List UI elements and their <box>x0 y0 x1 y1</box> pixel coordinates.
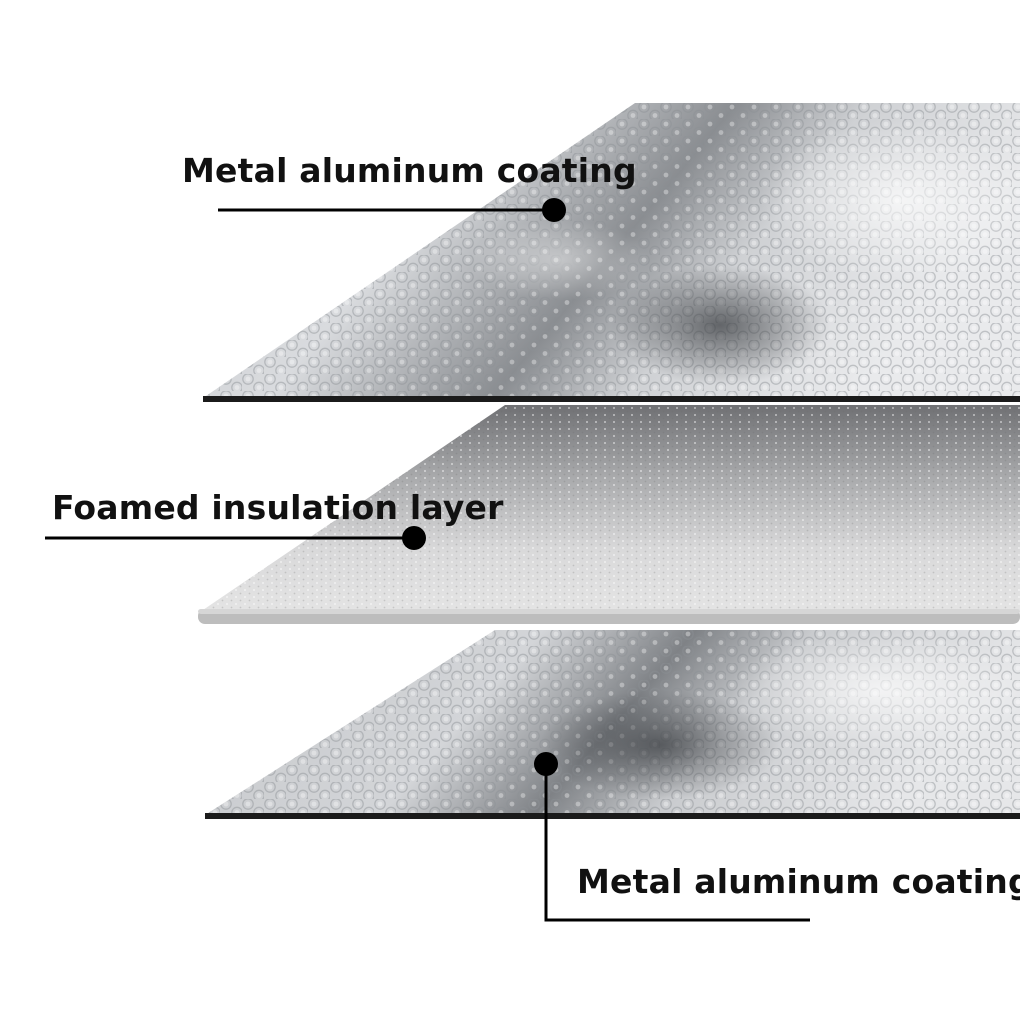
bottom-layer-label: Metal aluminum coating <box>577 862 1020 901</box>
callout-bottom <box>534 752 810 922</box>
top-layer-label: Metal aluminum coating <box>182 151 637 190</box>
top-foil-sheet <box>203 103 1020 402</box>
callout-middle <box>45 526 426 550</box>
foam-insulation-sheet <box>198 405 1020 624</box>
middle-layer-label: Foamed insulation layer <box>52 488 504 527</box>
callout-top <box>218 198 566 222</box>
bottom-foil-sheet <box>205 630 1020 819</box>
